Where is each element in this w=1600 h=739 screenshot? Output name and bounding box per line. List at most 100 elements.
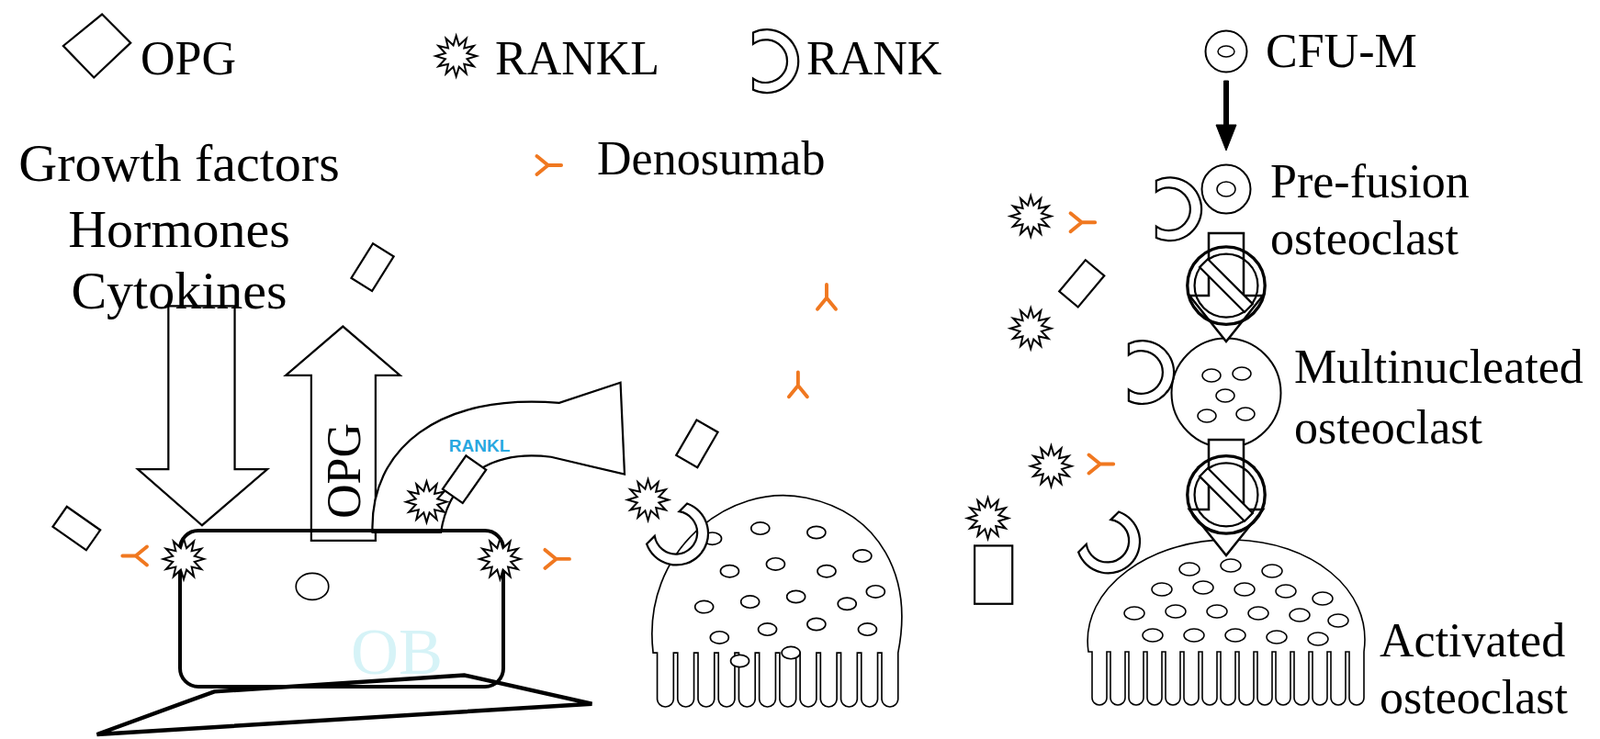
cell-outline (1087, 540, 1365, 706)
denosumab-legend-symbol (536, 156, 562, 175)
regulator-label: Hormones (67, 199, 291, 261)
cell-outline (1171, 338, 1282, 449)
nucleus (1202, 369, 1221, 383)
nucleus (1151, 583, 1172, 597)
legend-label: RANKL (495, 31, 660, 87)
nucleus (1225, 629, 1246, 643)
cell-outline (1200, 163, 1252, 215)
nucleus (1307, 632, 1329, 646)
nucleus (1236, 407, 1255, 421)
nucleus (1248, 607, 1269, 620)
prefusion-osteoclast: Pre-fusion osteoclast (1200, 163, 1252, 215)
rankl-symbol (1010, 195, 1051, 237)
cell-outline (1205, 31, 1248, 73)
rankl-symbol (405, 481, 447, 522)
osteoclast-outline (652, 495, 902, 708)
nucleus (295, 573, 329, 600)
nucleus (1232, 367, 1251, 381)
process-arrow (1189, 439, 1263, 556)
rank-symbol (1128, 340, 1174, 405)
denosumab-symbol (1089, 455, 1115, 474)
regulator-label: Growth factors (18, 133, 340, 195)
legend-label: RANK (806, 31, 942, 87)
node-label: Activated osteoclast (1379, 612, 1591, 727)
nucleus (1216, 389, 1235, 403)
nucleus (853, 550, 872, 563)
rank-symbol (1156, 177, 1202, 241)
nucleus (1216, 181, 1236, 197)
node-label: OB (350, 619, 443, 686)
rankl-symbol (1030, 446, 1071, 487)
arrow-label: OPG (316, 423, 372, 519)
denosumab-symbol (817, 284, 836, 310)
nucleus (703, 532, 722, 545)
activated-osteoclast: Activated osteoclast (1079, 532, 1374, 717)
node-label: Pre-fusion osteoclast (1270, 153, 1510, 268)
nucleus (709, 631, 729, 644)
nucleus (1217, 45, 1235, 57)
node-label: CFU-M (1265, 22, 1418, 80)
nucleus (741, 596, 760, 609)
nucleus (787, 590, 806, 603)
process-arrow (1216, 80, 1237, 151)
nucleus (807, 526, 826, 539)
nucleus (837, 597, 857, 610)
nucleus (857, 623, 877, 636)
rank-symbol (644, 501, 722, 579)
denosumab-symbol (122, 547, 147, 566)
nucleus (758, 623, 778, 636)
nucleus (731, 654, 750, 667)
curved-arrow (371, 383, 625, 533)
nucleus (1183, 629, 1205, 643)
process-arrow (1189, 233, 1263, 342)
node-label: Multinucleated osteoclast (1294, 337, 1598, 459)
cell-outline (1204, 29, 1249, 74)
cell-outline (1202, 165, 1251, 215)
denosumab-symbol (544, 550, 570, 569)
denosumab-symbol (788, 372, 808, 398)
nucleus (695, 600, 714, 613)
nucleus (720, 565, 739, 578)
nucleus (807, 618, 826, 631)
nucleus (1261, 564, 1283, 578)
progenitor-cell: CFU-M (1204, 29, 1249, 74)
nucleus (1289, 608, 1310, 622)
nucleus (817, 565, 836, 578)
cell-outline (1170, 337, 1283, 450)
regulator-label: Cytokines (70, 260, 287, 323)
nucleus (1312, 592, 1333, 606)
multinucleated-osteoclast: Multinucleated osteoclast (1170, 337, 1283, 450)
rank-symbol (1076, 509, 1154, 587)
signal-arrow (137, 305, 268, 526)
nucleus (1206, 605, 1228, 619)
nucleus (1328, 614, 1349, 628)
bone-surface (97, 676, 593, 735)
osteoblast-cell: OB (178, 529, 506, 689)
inhibition-symbol (1187, 247, 1265, 325)
nucleus (1197, 409, 1217, 423)
opg-symbol (974, 545, 1013, 604)
nucleus (1124, 607, 1145, 620)
nucleus (1234, 583, 1255, 597)
opg-symbol (676, 419, 718, 468)
opg-symbol (1059, 259, 1105, 307)
opg-symbol (52, 507, 101, 551)
rankl-symbol (1010, 308, 1051, 350)
illustration-group (97, 305, 902, 735)
nucleus (1266, 630, 1287, 644)
nucleus (1165, 605, 1186, 619)
opg-symbol (350, 243, 394, 292)
nucleus (751, 522, 770, 535)
rankl-legend-symbol (435, 35, 476, 77)
nucleus (766, 558, 785, 571)
arrow-label: RANKL (449, 436, 511, 457)
rankl-symbol (967, 497, 1008, 539)
nucleus (695, 522, 886, 668)
cell-outline (1079, 532, 1374, 717)
rank-legend-symbol (753, 29, 799, 93)
nucleus (781, 646, 800, 659)
nucleus (1193, 581, 1214, 595)
molecule-group (52, 14, 1265, 605)
